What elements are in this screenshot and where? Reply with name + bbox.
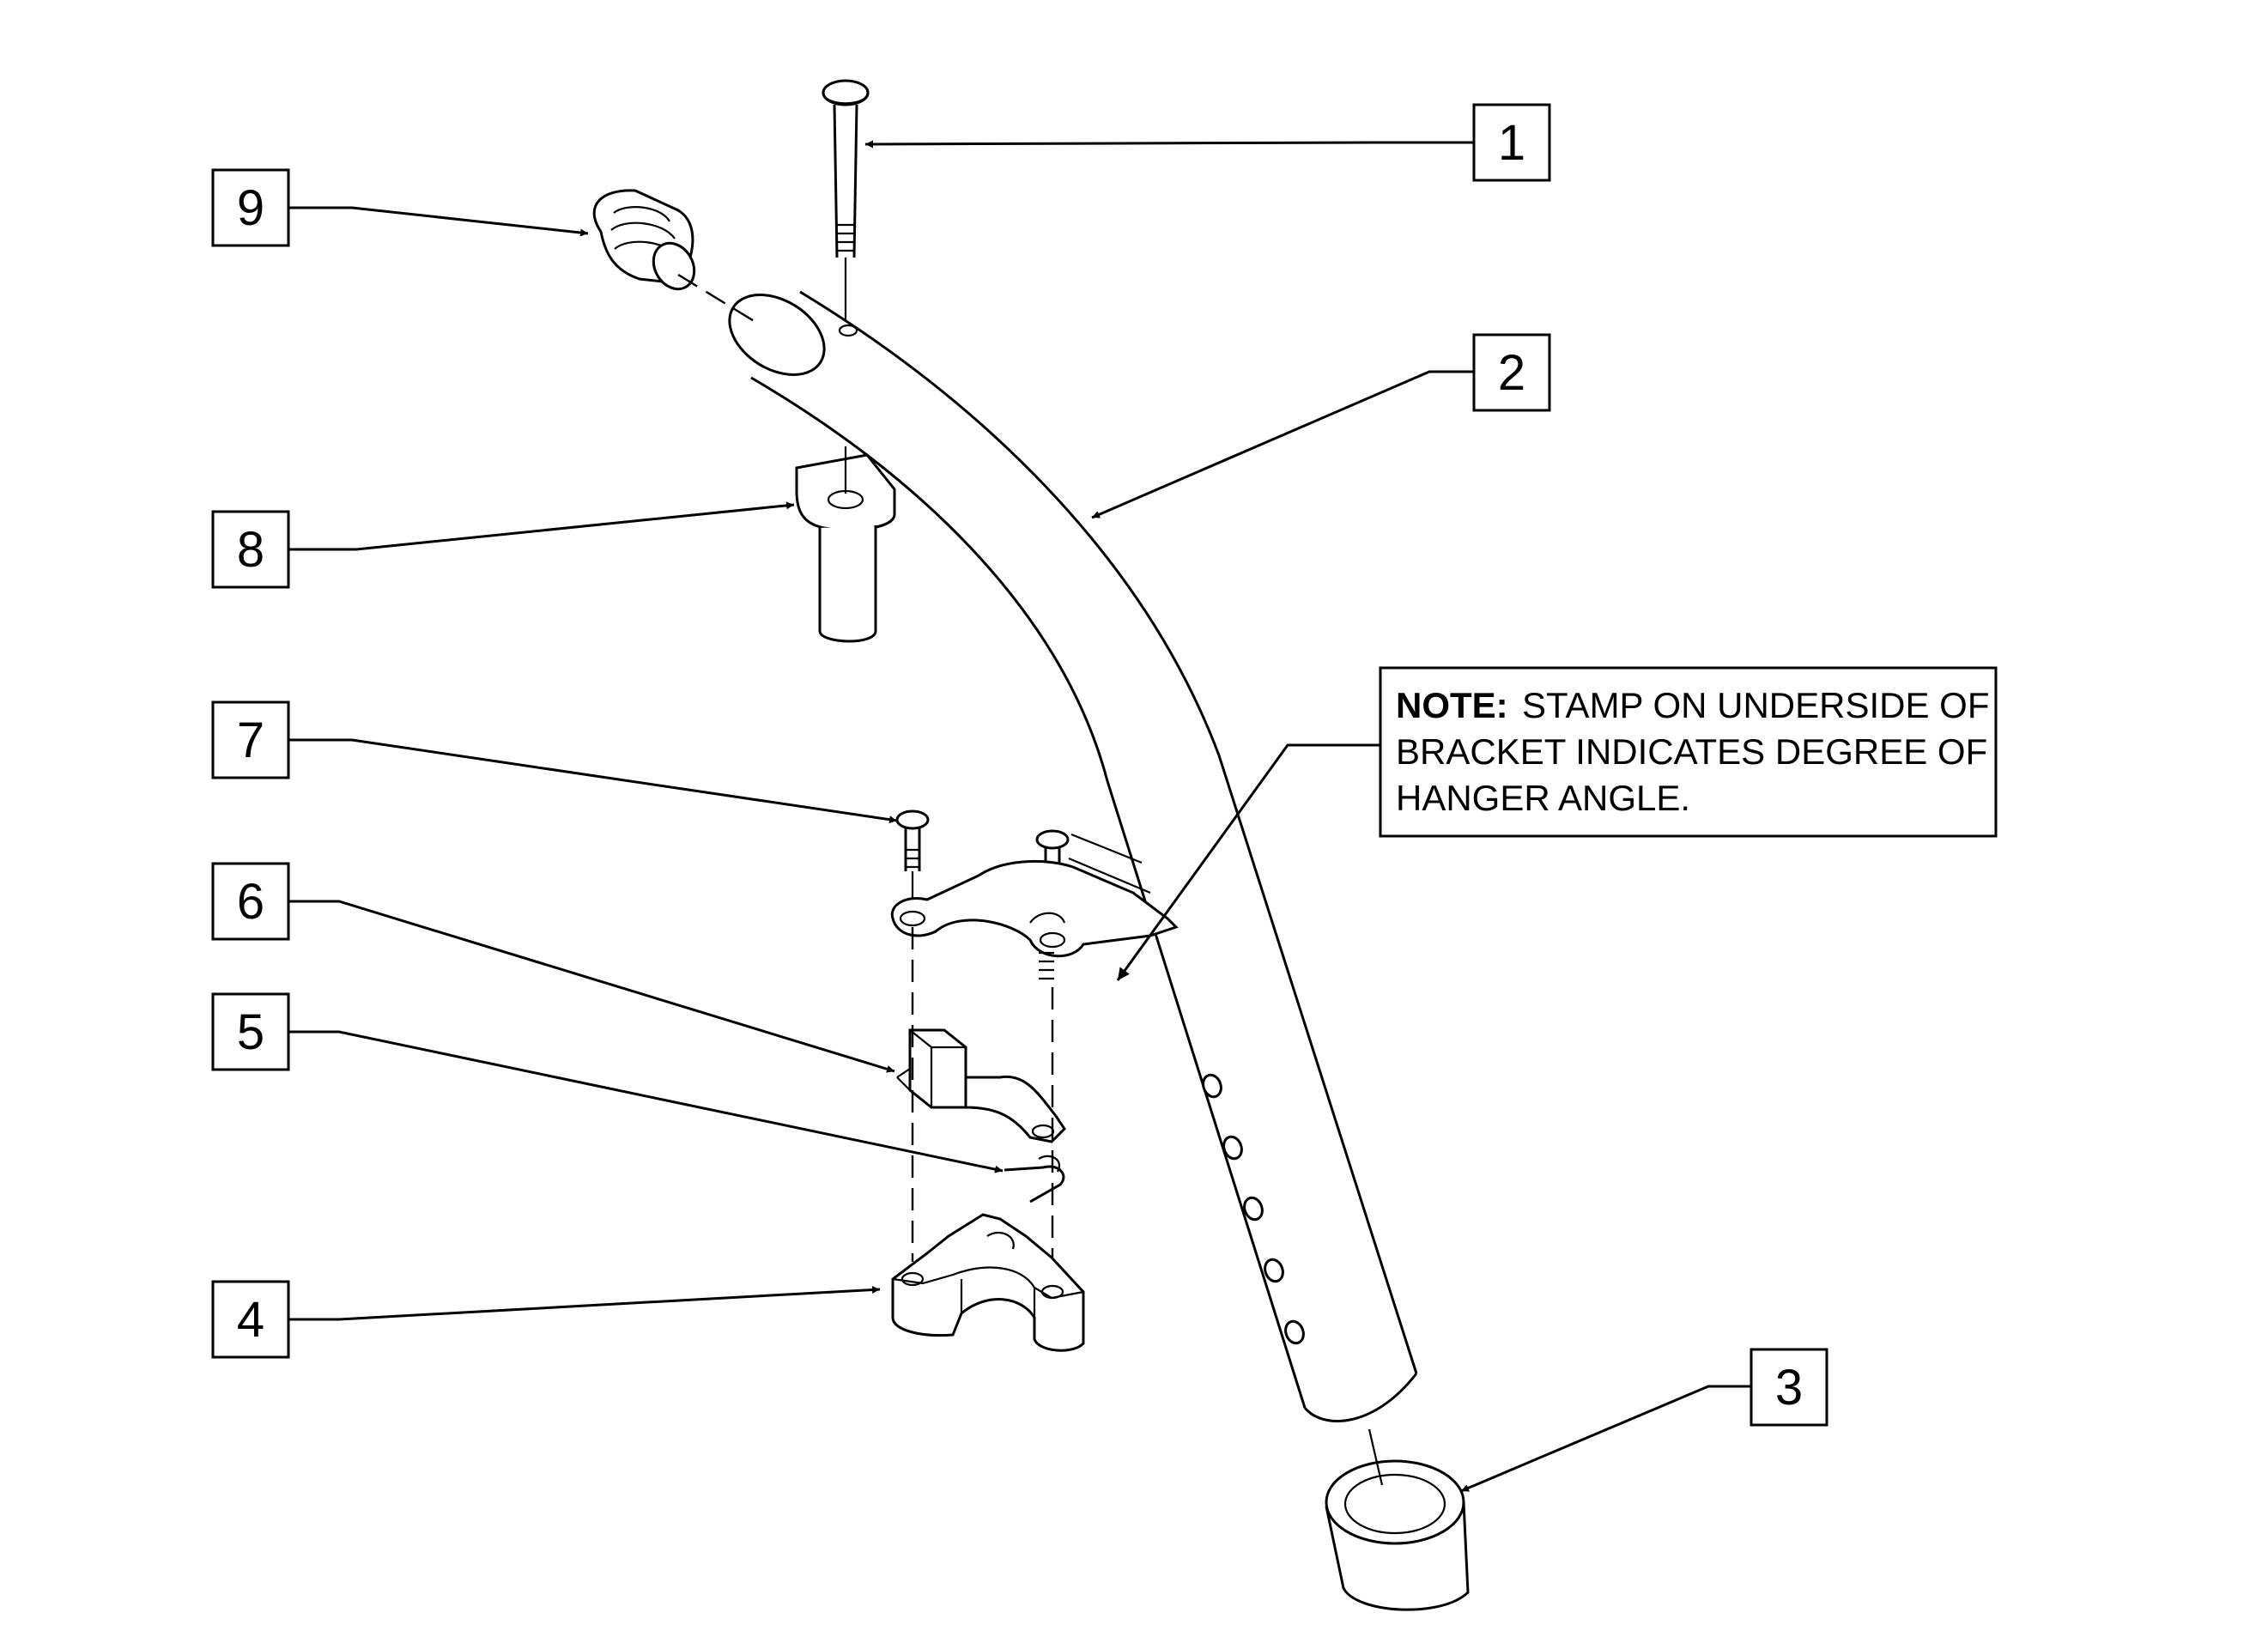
svg-text:7: 7: [237, 712, 264, 768]
svg-text:2: 2: [1498, 345, 1525, 401]
callout-6: 6: [211, 862, 290, 941]
note-line-1: STAMP ON UNDERSIDE OF: [1522, 685, 1990, 725]
release-lever: [896, 1028, 1066, 1143]
callout-5: 5: [211, 992, 290, 1071]
lower-clamp: [891, 1213, 1085, 1352]
leader-lines: [288, 140, 1751, 1493]
note-line-2: BRACKET INDICATES DEGREE OF: [1396, 731, 1987, 772]
svg-text:4: 4: [237, 1292, 264, 1348]
svg-text:6: 6: [237, 874, 264, 930]
end-plug: [592, 189, 756, 324]
note-lead: NOTE:: [1396, 685, 1508, 725]
svg-text:8: 8: [237, 522, 264, 578]
callout-3: 3: [1750, 1348, 1828, 1427]
svg-text:9: 9: [237, 180, 264, 236]
callout-7: 7: [211, 700, 290, 779]
upper-clamp: [890, 833, 1179, 958]
svg-text:1: 1: [1498, 115, 1525, 171]
threaded-stud: [1039, 951, 1054, 980]
hanger-tube: [728, 290, 1418, 1422]
callout-9: 9: [211, 168, 290, 247]
note-box: NOTE: STAMP ON UNDERSIDE OF BRACKET INDI…: [1379, 666, 1998, 838]
callout-4: 4: [211, 1280, 290, 1359]
assembly-lines: [911, 927, 1054, 1262]
callout-2: 2: [1472, 333, 1551, 412]
pivot-pin: [795, 446, 896, 643]
callout-1: 1: [1472, 103, 1551, 182]
svg-text:5: 5: [237, 1004, 264, 1060]
svg-text:3: 3: [1775, 1360, 1803, 1416]
note-line-3: HANGER ANGLE.: [1396, 778, 1690, 818]
retaining-clip: [1004, 1155, 1065, 1203]
long-bolt: [822, 79, 870, 322]
tube-end-cap: [1325, 1428, 1470, 1611]
callout-8: 8: [211, 510, 290, 589]
